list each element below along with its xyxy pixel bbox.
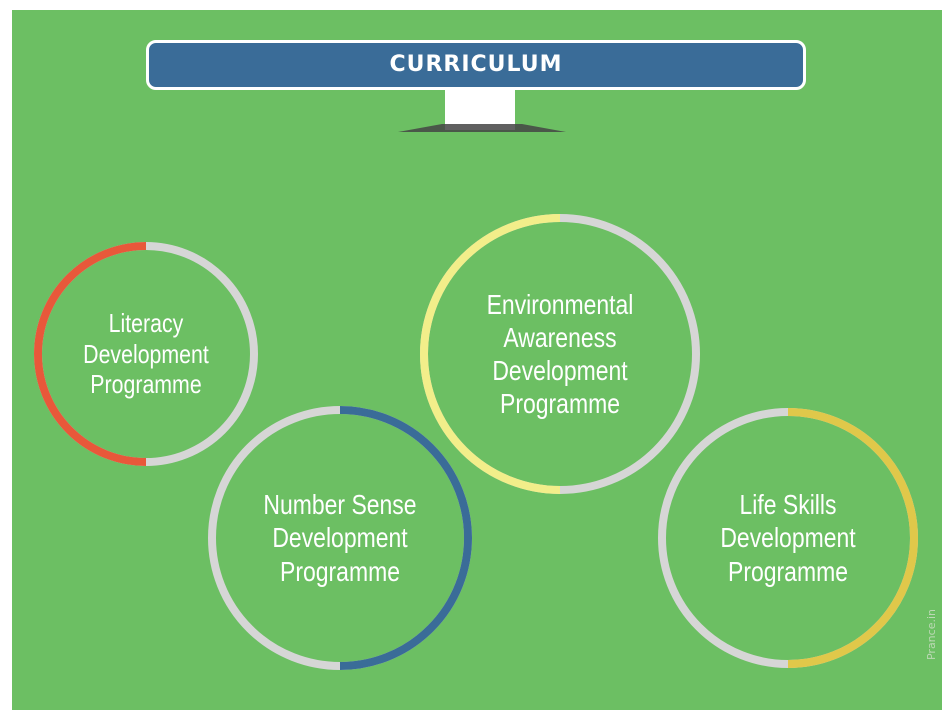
life-skills-ring-accent (787, 408, 918, 668)
literacy-ring (34, 242, 258, 466)
life-skills-label-line: Life Skills (739, 489, 837, 521)
number-sense-ring (208, 406, 472, 670)
curriculum-banner: CURRICULUM (146, 40, 806, 90)
literacy-ring-accent (34, 242, 147, 466)
life-skills-label-line: Development (720, 522, 856, 554)
environmental-label-line: Programme (500, 388, 620, 420)
number-sense-label-line: Number Sense (263, 489, 417, 521)
environmental-label-line: Environmental (486, 288, 634, 320)
banner-title: CURRICULUM (389, 52, 563, 77)
environmental-label-line: Development (492, 355, 628, 386)
literacy-label-line: Programme (90, 369, 202, 400)
banner-stand-base (398, 124, 566, 132)
life-skills-label-line: Programme (728, 555, 848, 587)
environmental-ring-accent (420, 214, 561, 494)
number-sense-label-line: Programme (280, 555, 400, 587)
literacy-label-line: Development (83, 338, 209, 369)
number-sense-ring-accent (339, 406, 472, 670)
environmental-label-line: Awareness (503, 321, 617, 353)
literacy-label-line: Literacy (108, 307, 184, 338)
life-skills-ring (658, 408, 918, 668)
number-sense-label-line: Development (272, 522, 408, 554)
environmental-ring (420, 214, 700, 494)
banner-stand-neck (445, 90, 515, 130)
watermark: Prance.in (925, 608, 938, 660)
